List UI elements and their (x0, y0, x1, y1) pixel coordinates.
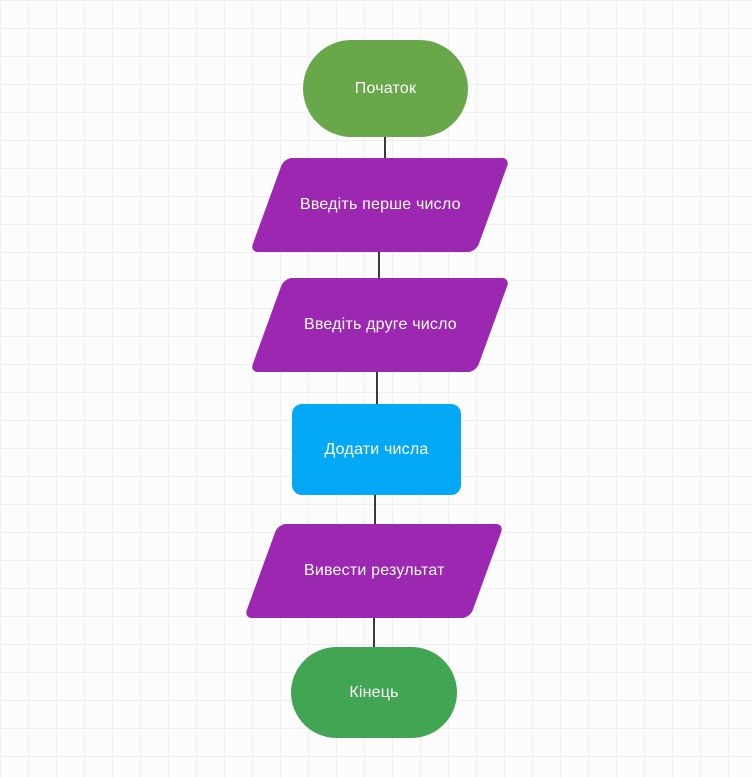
node-label-end: Кінець (349, 683, 399, 701)
flow-node-output-result[interactable]: Вивести результат (243, 524, 505, 618)
flow-node-input-second[interactable]: Введіть друге число (249, 278, 511, 372)
node-label-start: Початок (354, 79, 417, 97)
node-label-output-result: Вивести результат (303, 562, 445, 579)
node-label-add-numbers: Додати числа (324, 440, 429, 458)
connector-output-end (373, 616, 375, 649)
flow-node-input-first[interactable]: Введіть перше число (249, 158, 511, 252)
connector-input1-input2 (378, 250, 380, 280)
node-label-input-first: Введіть перше число (299, 196, 461, 213)
connector-process-output (374, 493, 376, 526)
node-label-input-second: Введіть друге число (303, 316, 457, 333)
connector-start-input1 (384, 136, 386, 160)
flow-node-start[interactable]: Початок (303, 40, 468, 137)
flow-node-add-numbers[interactable]: Додати числа (292, 404, 461, 495)
flow-node-end[interactable]: Кінець (291, 647, 457, 738)
connector-input2-process (376, 370, 378, 406)
